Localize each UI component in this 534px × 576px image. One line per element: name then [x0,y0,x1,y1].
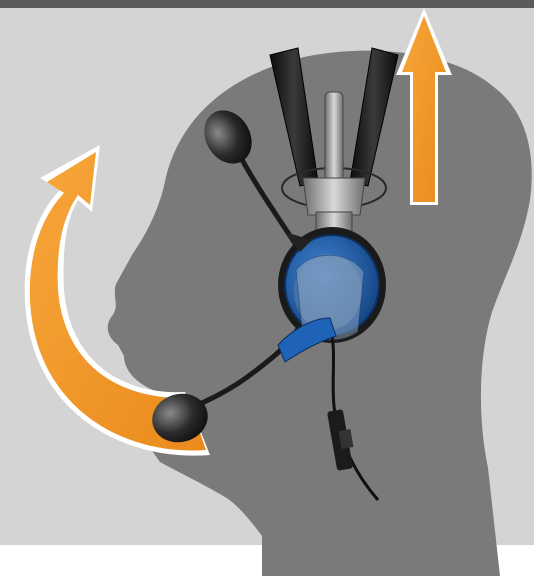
top-bar [0,0,534,8]
